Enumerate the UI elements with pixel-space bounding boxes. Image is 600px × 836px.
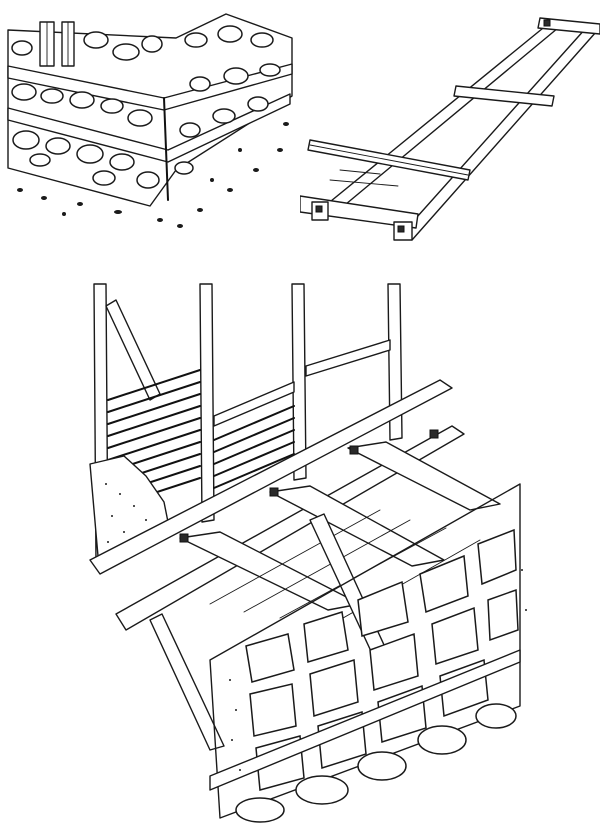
stone-wall-corner-panel xyxy=(0,0,300,240)
timber-frame-on-stone-foundation-panel xyxy=(60,270,540,830)
sill-frame-panel xyxy=(300,0,600,260)
timber-sill-frame-illustration-icon xyxy=(300,17,600,241)
timber-frame-illustration-icon xyxy=(89,283,527,823)
stone-wall-illustration-icon xyxy=(7,13,293,228)
